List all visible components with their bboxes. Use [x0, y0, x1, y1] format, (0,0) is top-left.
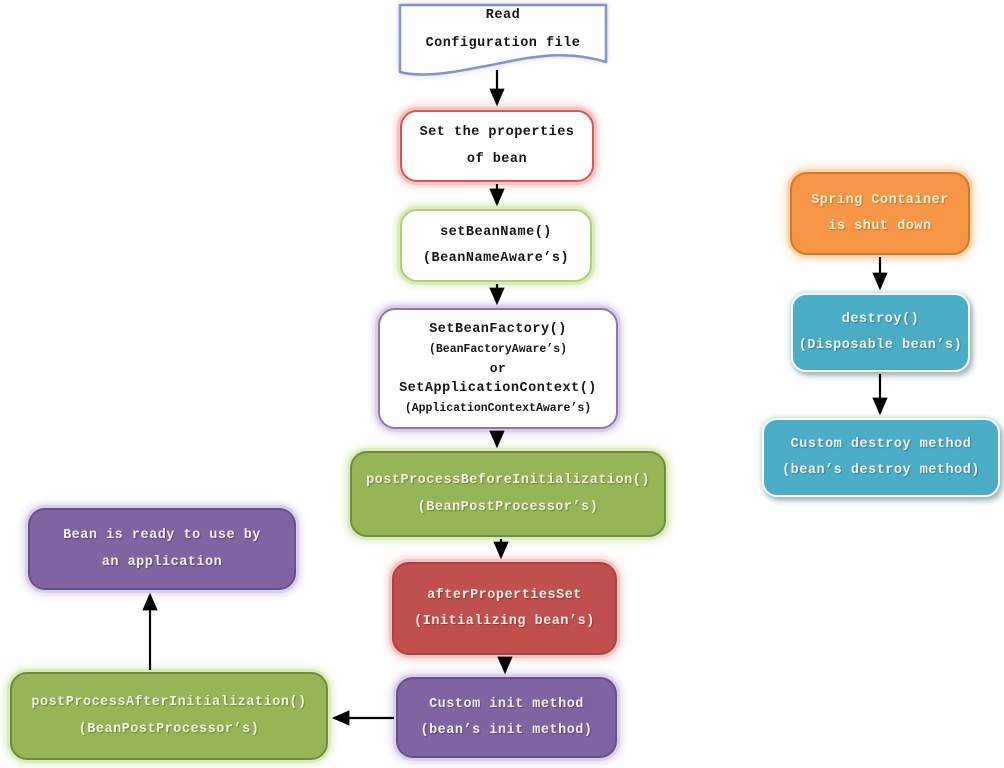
- node-line: of bean: [466, 151, 528, 167]
- node-destroy: destroy() (Disposable bean’s): [791, 293, 970, 372]
- node-line: Bean is ready to use by: [63, 528, 261, 543]
- node-line: (Initializing bean’s): [414, 614, 595, 629]
- node-line: Custom destroy method: [790, 436, 972, 452]
- node-line: or: [489, 361, 507, 376]
- document-label: Read Configuration file: [396, 8, 610, 51]
- node-line: an application: [101, 554, 223, 570]
- document-shape-icon: [398, 3, 608, 76]
- node-line: postProcessAfterInitialization(): [31, 695, 307, 710]
- node-line: (Disposable bean’s): [798, 338, 963, 353]
- node-line: (BeanFactoryAware’s): [428, 342, 568, 356]
- node-bean-is-ready: Bean is ready to use by an application: [28, 508, 296, 590]
- node-line: Custom init method: [429, 696, 584, 712]
- node-line: is shut down: [828, 219, 932, 234]
- node-read-configuration-file: Read Configuration file: [396, 2, 610, 86]
- node-after-properties-set: afterPropertiesSet (Initializing bean’s): [392, 562, 617, 655]
- node-line: Set the properties: [419, 125, 575, 140]
- node-line: Spring Container: [811, 192, 949, 208]
- node-custom-destroy-method: Custom destroy method (bean’s destroy me…: [762, 418, 1000, 497]
- node-line: SetApplicationContext(): [399, 381, 597, 396]
- node-line: (BeanNameAware’s): [422, 251, 570, 266]
- node-custom-init-method: Custom init method (bean’s init method): [396, 677, 617, 758]
- node-spring-container-shutdown: Spring Container is shut down: [790, 172, 970, 255]
- node-set-properties-of-bean: Set the properties of bean: [400, 110, 594, 182]
- node-post-process-before-initialization: postProcessBeforeInitialization() (BeanP…: [350, 451, 666, 537]
- node-post-process-after-initialization: postProcessAfterInitialization() (BeanPo…: [10, 672, 328, 760]
- document-line: Read: [485, 8, 521, 23]
- node-line: (ApplicationContextAware’s): [404, 401, 592, 415]
- node-set-bean-name: setBeanName() (BeanNameAware’s): [400, 209, 592, 282]
- node-line: setBeanName(): [440, 224, 552, 240]
- node-line: afterPropertiesSet: [427, 587, 582, 603]
- node-line: (bean’s destroy method): [782, 463, 980, 478]
- node-line: destroy(): [841, 311, 920, 327]
- node-line: SetBeanFactory(): [429, 322, 567, 337]
- node-line: (BeanPostProcessor’s): [417, 499, 599, 515]
- node-line: (bean’s init method): [420, 723, 593, 738]
- node-line: (BeanPostProcessor’s): [78, 721, 260, 737]
- node-line: postProcessBeforeInitialization(): [366, 473, 650, 488]
- document-line: Configuration file: [425, 36, 581, 51]
- node-set-bean-factory-or-application-context: SetBeanFactory() (BeanFactoryAware’s) or…: [378, 308, 618, 429]
